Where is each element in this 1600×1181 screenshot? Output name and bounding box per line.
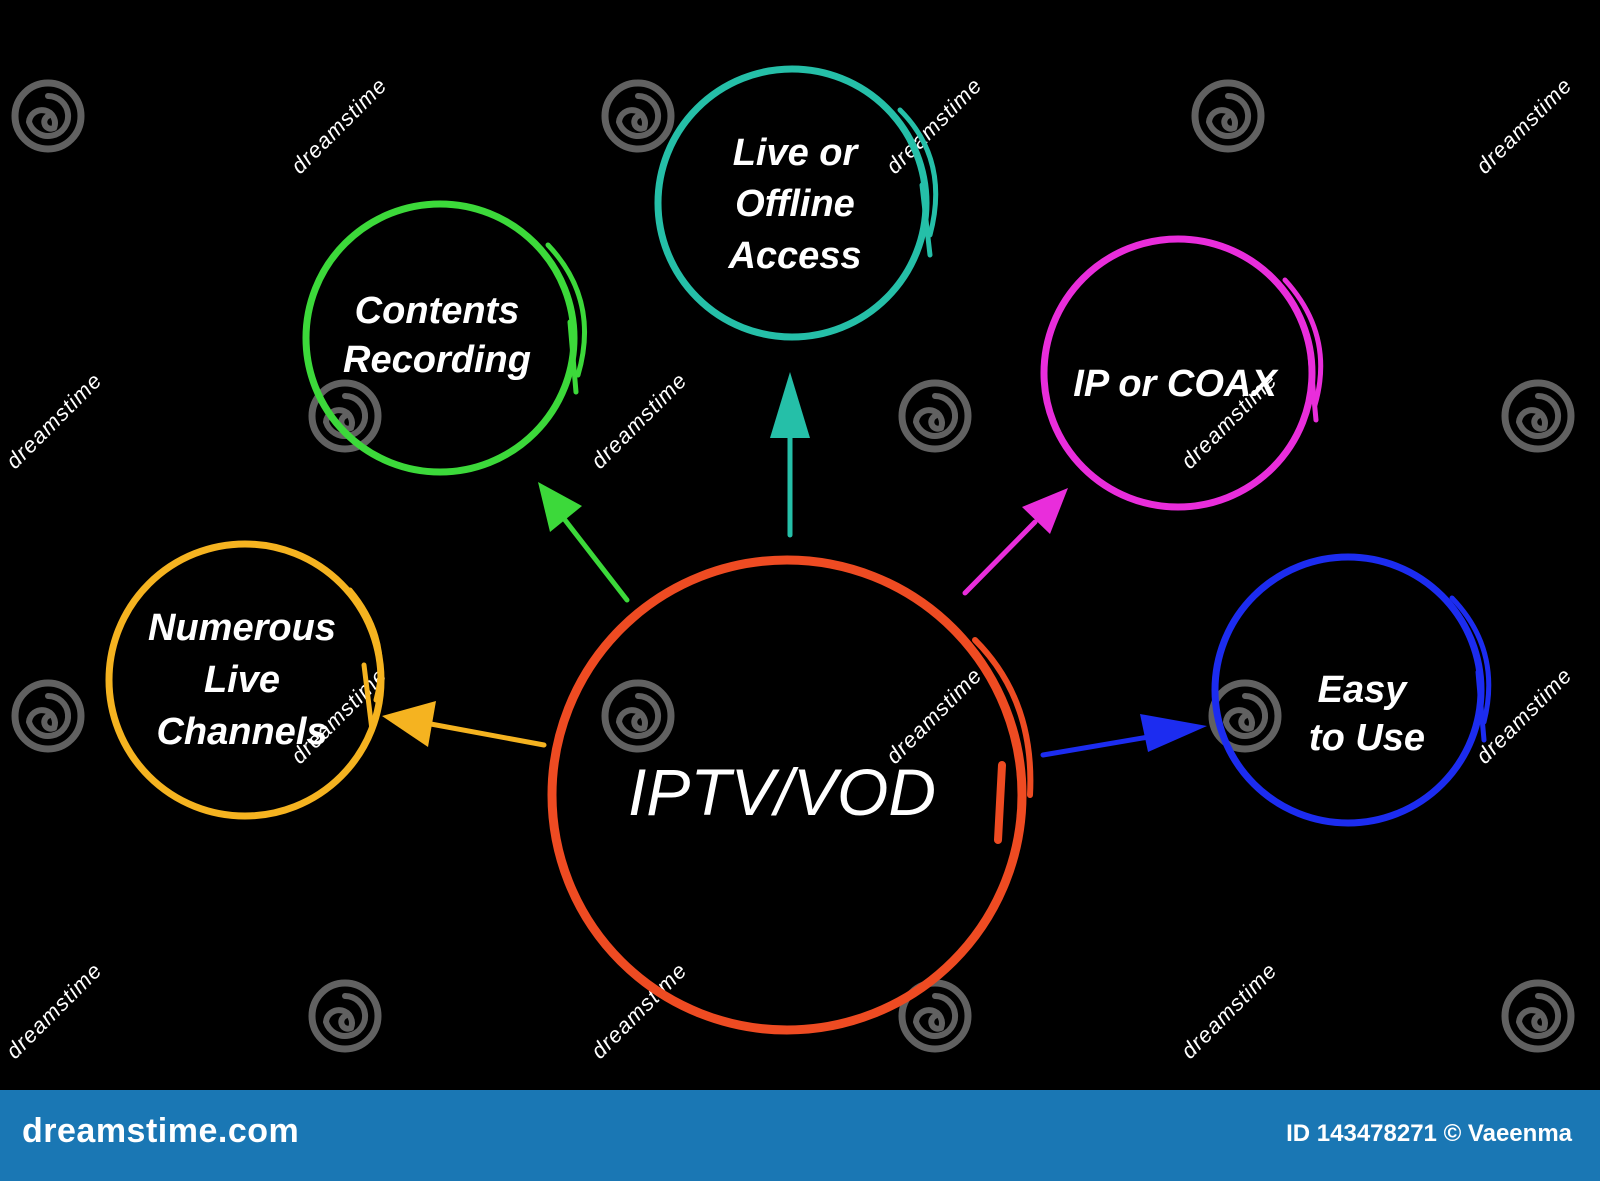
circle-contents-recording	[302, 200, 578, 476]
center-label: IPTV/VOD	[628, 755, 936, 829]
label-easy-line-1: Easy	[1318, 669, 1409, 711]
circle-iptv-vod	[547, 555, 1027, 1035]
label-ip-or-coax: IP or COAX	[1073, 363, 1279, 405]
footer-image-id: ID 143478271 © Vaeenma	[1286, 1120, 1572, 1147]
footer-site-name: dreamstime.com	[22, 1112, 300, 1150]
watermark-text: dreamstime	[1176, 958, 1282, 1064]
label-numerous-line-3: Channels	[156, 711, 327, 753]
label-live-line-2: Offline	[735, 183, 855, 225]
label-contents-line-1: Contents	[355, 290, 520, 332]
arrow-to-numerous-live-channels	[382, 701, 547, 748]
node-numerous-live-channels: Numerous Live Channels	[105, 540, 385, 820]
node-ip-or-coax: IP or COAX	[1040, 235, 1324, 511]
diagram-canvas: dreamstime dreamstime dreamstime dreamst…	[0, 65, 1577, 1064]
stock-footer-bar: dreamstime.com ID 143478271 © Vaeenma	[0, 1090, 1600, 1181]
watermark-text: dreamstime	[1, 368, 107, 474]
spiral-logo-icon	[902, 383, 968, 449]
node-contents-recording: Contents Recording	[302, 200, 588, 476]
spiral-logo-icon	[1505, 983, 1571, 1049]
arrow-to-easy-to-use	[1040, 714, 1207, 758]
spiral-logo-icon	[312, 983, 378, 1049]
watermark-text: dreamstime	[1, 958, 107, 1064]
spiral-logo-icon	[605, 683, 671, 749]
label-numerous-line-2: Live	[204, 659, 280, 701]
spiral-logo-icon	[1195, 83, 1261, 149]
spiral-logo-icon	[15, 683, 81, 749]
watermark-text: dreamstime	[1471, 73, 1577, 179]
node-easy-to-use: Easy to Use	[1211, 553, 1492, 827]
label-live-line-3: Access	[727, 235, 861, 277]
spiral-logo-icon	[1505, 383, 1571, 449]
center-node: IPTV/VOD	[547, 555, 1034, 1035]
label-easy-line-2: to Use	[1309, 717, 1425, 759]
node-live-or-offline-access: Live or Offline Access	[654, 65, 939, 341]
spiral-logo-icon	[605, 83, 671, 149]
spiral-logo-icon	[312, 383, 378, 449]
watermark-text: dreamstime	[286, 73, 392, 179]
watermark-text: dreamstime	[586, 368, 692, 474]
label-contents-line-2: Recording	[343, 339, 531, 381]
arrow-to-live-or-offline-access	[770, 372, 810, 538]
arrow-to-contents-recording	[538, 482, 630, 603]
label-numerous-line-1: Numerous	[148, 607, 336, 649]
connectors	[382, 372, 1207, 758]
arrow-to-ip-or-coax	[962, 488, 1068, 596]
spiral-logo-icon	[15, 83, 81, 149]
watermark-text: dreamstime	[881, 663, 987, 769]
label-live-line-1: Live or	[733, 132, 860, 174]
